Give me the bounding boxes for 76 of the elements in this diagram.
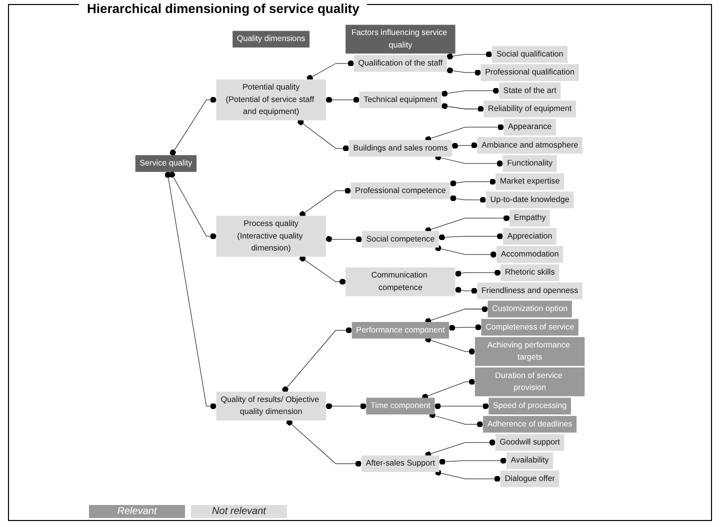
connector xyxy=(424,336,476,355)
connector xyxy=(325,236,362,242)
node-box: Time component xyxy=(366,398,435,414)
connector xyxy=(286,419,362,467)
node-box: Functionality xyxy=(502,155,557,172)
node-box: Duration of service provision xyxy=(474,367,585,396)
connector xyxy=(424,215,510,234)
node-box: Social qualification xyxy=(492,46,568,63)
legend-swatch: Relevant xyxy=(89,505,185,518)
connector xyxy=(424,124,504,142)
node-box: Communication competence xyxy=(346,267,456,296)
node-box: Process quality (Interactive quality dimension) xyxy=(216,216,326,257)
node-box: Ambiance and atmosphere xyxy=(477,136,582,154)
node-box: Speed of processing xyxy=(488,398,571,414)
node-box: Friendliness and openness xyxy=(477,282,582,300)
node-box: Dialogue offer xyxy=(500,470,560,488)
connector xyxy=(164,171,217,410)
node-box: Goodwill support xyxy=(495,434,564,451)
node-box: Buildings and sales rooms xyxy=(348,140,452,157)
connector xyxy=(424,306,488,324)
connector xyxy=(282,327,352,392)
node-box: Factors influencing service quality xyxy=(346,24,456,54)
node-box: Potential quality (Potential of service staff and equipment) xyxy=(216,79,326,120)
node-box: Reliability of equipment xyxy=(484,100,576,118)
connector xyxy=(428,412,484,428)
connector xyxy=(454,286,478,294)
legend-swatch: Not relevant xyxy=(191,505,287,518)
node-box: Professional competence xyxy=(350,182,450,200)
connector xyxy=(424,439,496,458)
connector xyxy=(434,403,490,410)
node-box: Social competence xyxy=(362,230,439,248)
connector xyxy=(300,188,352,218)
connector xyxy=(300,255,346,285)
node-box: Performance component xyxy=(352,322,449,339)
connector xyxy=(306,60,354,82)
connector xyxy=(434,470,501,482)
node-box: Qualification of the staff xyxy=(354,55,447,72)
connector xyxy=(446,51,493,60)
connector xyxy=(169,171,217,240)
node-box: Appreciation xyxy=(503,228,557,245)
connector xyxy=(298,119,350,152)
node-box: State of the art xyxy=(499,82,561,100)
connector xyxy=(450,178,496,186)
node-box: Availability xyxy=(506,452,554,470)
connector xyxy=(438,233,504,240)
node-box: Appearance xyxy=(504,118,556,136)
connector xyxy=(448,324,482,331)
connector xyxy=(446,67,482,76)
diagram-title: Hierarchical dimensioning of service quality xyxy=(79,1,368,16)
connector xyxy=(454,270,502,277)
connector xyxy=(438,458,507,465)
node-box: After-sales Support xyxy=(362,455,440,472)
node-box: Achieving performance targets xyxy=(474,337,585,366)
node-box: Professional qualification xyxy=(480,64,579,81)
connector xyxy=(325,403,367,410)
connector xyxy=(441,88,500,97)
node-box: Service quality xyxy=(135,155,197,172)
node-box: Quality of results/ Objective quality dimension xyxy=(216,392,326,420)
node-box: Adherence of deadlines xyxy=(483,416,577,433)
node-box: Technical equipment xyxy=(359,92,442,108)
connector xyxy=(434,154,504,167)
node-box: Rhetoric skills xyxy=(500,264,560,282)
connector xyxy=(434,245,498,258)
connector xyxy=(422,378,476,400)
connector xyxy=(451,142,478,149)
connector xyxy=(170,96,217,156)
node-box: Completeness of service xyxy=(481,318,578,336)
node-box: Accommodation xyxy=(496,246,564,263)
connector xyxy=(441,103,484,112)
node-box: Market expertise xyxy=(496,173,564,190)
node-box: Quality dimensions xyxy=(232,30,310,48)
node-box: Up-to-date knowledge xyxy=(486,192,574,208)
node-box: Empathy xyxy=(510,210,550,226)
connector xyxy=(325,96,360,103)
connector xyxy=(450,195,486,203)
node-box: Customization option xyxy=(488,300,572,318)
